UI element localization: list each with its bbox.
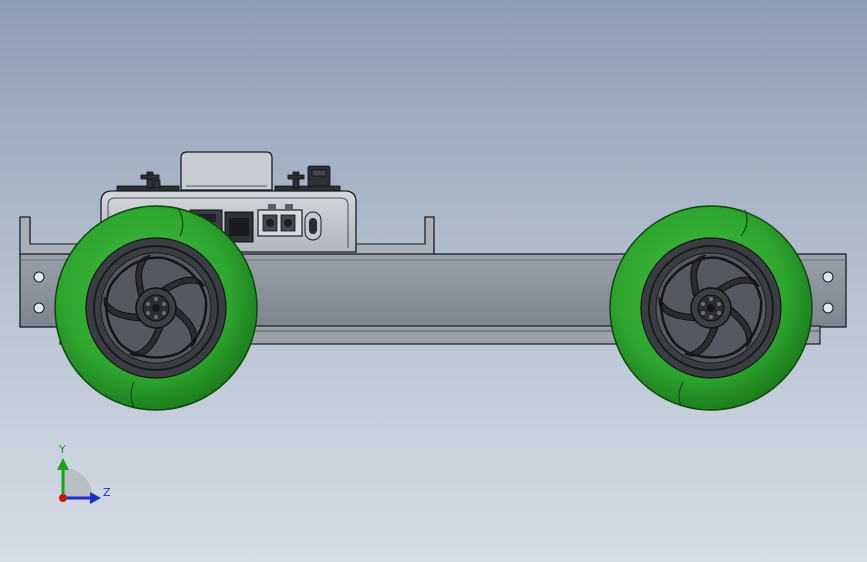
triad-y-label: Y bbox=[59, 443, 66, 456]
coordinate-triad-icon bbox=[57, 458, 101, 504]
right-clip bbox=[274, 165, 341, 192]
mount-holes-right bbox=[822, 271, 834, 314]
mount-holes-left bbox=[33, 271, 45, 314]
left-wheel[interactable] bbox=[54, 205, 258, 411]
right-wheel[interactable] bbox=[609, 205, 813, 411]
left-clip bbox=[116, 171, 180, 192]
triad-z-label: Z bbox=[103, 486, 111, 499]
